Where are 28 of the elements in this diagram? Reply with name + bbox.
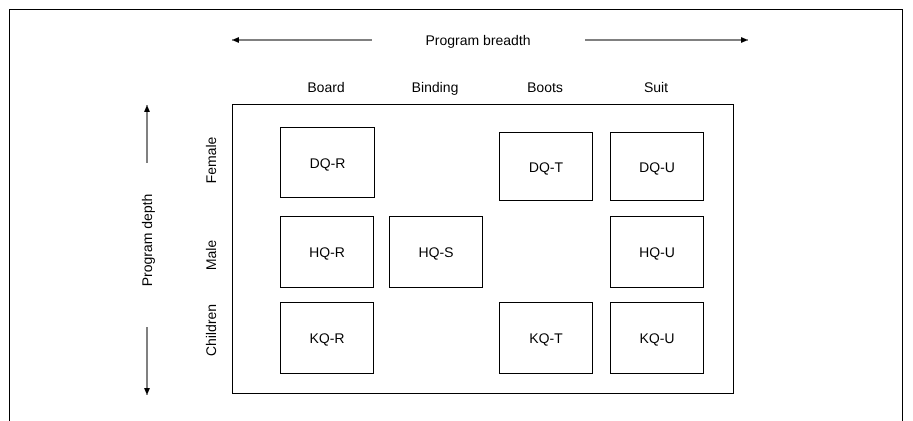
box-label: KQ-R	[310, 330, 344, 346]
column-header: Suit	[644, 79, 668, 95]
row-header: Female	[203, 136, 219, 184]
process-box	[280, 127, 375, 198]
box-label: DQ-T	[528, 158, 564, 174]
box-label: DQ-R	[310, 154, 346, 170]
grid-frame	[232, 104, 734, 394]
axis-title: Program breadth	[425, 32, 531, 48]
column-header: Boots	[527, 79, 563, 95]
box-label: HQ-R	[309, 244, 345, 260]
process-box	[499, 132, 593, 201]
process-box	[610, 302, 704, 374]
column-header: Board	[307, 79, 345, 95]
column-header: Binding	[412, 79, 458, 95]
process-box	[610, 216, 704, 288]
row-header: Male	[203, 240, 219, 270]
box-label: KQ-T	[529, 330, 563, 346]
box-label: HQ-U	[639, 244, 675, 260]
box-label: HQ-S	[418, 244, 454, 260]
row-header: Children	[203, 304, 219, 356]
process-box	[389, 216, 483, 288]
process-box	[280, 216, 374, 288]
box-label: DQ-U	[639, 158, 675, 174]
box-label: KQ-U	[640, 330, 674, 346]
process-box	[610, 132, 704, 201]
process-box	[499, 302, 593, 374]
axis-title: Program depth	[139, 194, 155, 286]
process-box	[280, 302, 374, 374]
